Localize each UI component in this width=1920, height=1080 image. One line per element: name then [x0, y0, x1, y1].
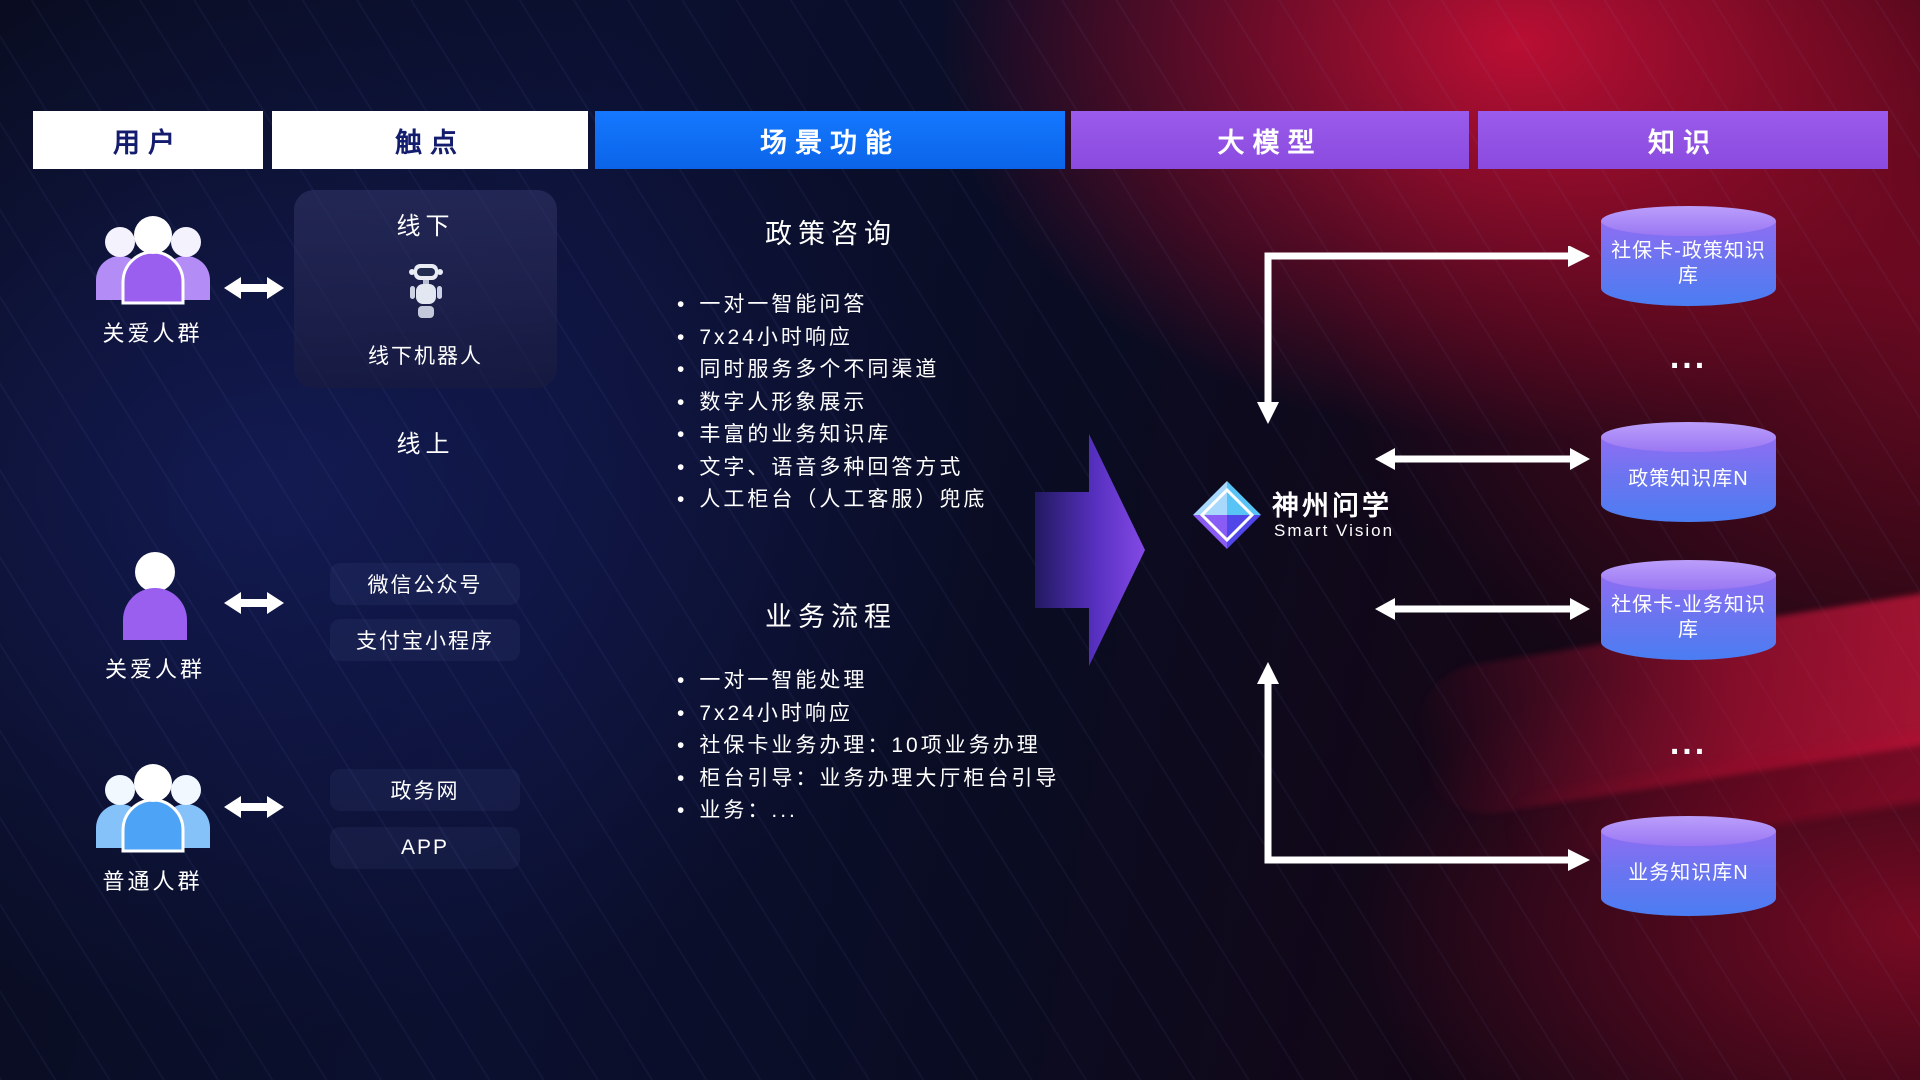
user-group-label: 关爱人群	[102, 321, 203, 346]
business-feature-item: 一对一智能处理	[677, 665, 1059, 698]
connector-double-arrow-business-kb	[1375, 598, 1590, 620]
connector-elbow-top	[1257, 246, 1590, 424]
policy-feature-item: 同时服务多个不同渠道	[677, 354, 987, 387]
user-group-care-1: 关爱人群	[70, 202, 235, 348]
smart-vision-logo-icon	[1193, 481, 1261, 549]
business-feature-item: 社保卡业务办理：10项业务办理	[677, 730, 1059, 763]
business-feature-list: 一对一智能处理 7x24小时响应 社保卡业务办理：10项业务办理 柜台引导：业务…	[677, 665, 1059, 828]
policy-feature-item: 人工柜台（人工客服）兜底	[677, 484, 987, 517]
cylinder-top	[1601, 816, 1776, 846]
ellipsis-top: ...	[1669, 338, 1708, 376]
robot-icon	[408, 263, 443, 318]
user-group-general: 普通人群	[70, 750, 235, 896]
policy-feature-item: 文字、语音多种回答方式	[677, 452, 987, 485]
header-large-model: 大模型	[1071, 111, 1469, 169]
double-arrow-icon-2	[224, 592, 284, 614]
connector-elbow-bottom	[1257, 662, 1590, 871]
offline-title: 线下	[396, 213, 455, 240]
business-feature-item: 业务：...	[677, 795, 1059, 828]
group-people-purple-icon	[95, 216, 210, 305]
offline-robot-label: 线下机器人	[368, 345, 483, 368]
header-scene-functions: 场景功能	[595, 111, 1065, 169]
policy-feature-item: 一对一智能问答	[677, 289, 987, 322]
cylinder-top	[1601, 422, 1776, 452]
double-arrow-icon-1	[224, 277, 284, 299]
policy-section-title: 政策咨询	[765, 219, 897, 249]
ellipsis-bottom: ...	[1669, 724, 1708, 762]
single-person-purple-icon	[123, 552, 187, 640]
touchpoint-item-alipay: 支付宝小程序	[330, 619, 520, 661]
knowledge-db-label: 社保卡-政策知识库	[1611, 239, 1766, 287]
flow-arrow-right	[1035, 434, 1145, 666]
knowledge-db-business-n: 业务知识库N	[1601, 816, 1776, 916]
knowledge-db-business-ss-card: 社保卡-业务知识库	[1601, 560, 1776, 660]
touchpoint-item-gov-web: 政务网	[330, 769, 520, 811]
policy-feature-list: 一对一智能问答 7x24小时响应 同时服务多个不同渠道 数字人形象展示 丰富的业…	[677, 289, 987, 517]
header-knowledge: 知识	[1478, 111, 1888, 169]
double-arrow-icon-3	[224, 796, 284, 818]
model-name: 神州问学	[1272, 491, 1392, 521]
user-group-label: 关爱人群	[104, 657, 205, 682]
header-users: 用户	[33, 111, 263, 169]
online-title: 线上	[396, 431, 455, 458]
cylinder-top	[1601, 560, 1776, 590]
touchpoint-item-wechat: 微信公众号	[330, 563, 520, 605]
business-feature-item: 柜台引导：业务办理大厅柜台引导	[677, 763, 1059, 796]
model-subtitle: Smart Vision	[1274, 521, 1395, 540]
business-feature-item: 7x24小时响应	[677, 698, 1059, 731]
knowledge-db-label: 社保卡-业务知识库	[1611, 593, 1766, 641]
connector-double-arrow-policy-n	[1375, 448, 1590, 470]
knowledge-db-policy-ss-card: 社保卡-政策知识库	[1601, 206, 1776, 306]
header-touchpoints: 触点	[272, 111, 588, 169]
user-group-label: 普通人群	[102, 869, 203, 894]
business-section-title: 业务流程	[765, 602, 897, 632]
knowledge-db-label: 业务知识库N	[1628, 862, 1749, 884]
cylinder-top	[1601, 206, 1776, 236]
knowledge-db-policy-n: 政策知识库N	[1601, 422, 1776, 522]
policy-feature-item: 数字人形象展示	[677, 387, 987, 420]
group-people-blue-icon	[95, 764, 210, 853]
offline-touchpoint-card: 线下 线下机器人	[294, 190, 557, 388]
knowledge-db-label: 政策知识库N	[1628, 468, 1749, 490]
policy-feature-item: 7x24小时响应	[677, 322, 987, 355]
user-group-care-2: 关爱人群	[95, 548, 215, 684]
policy-feature-item: 丰富的业务知识库	[677, 419, 987, 452]
touchpoint-item-app: APP	[330, 827, 520, 869]
